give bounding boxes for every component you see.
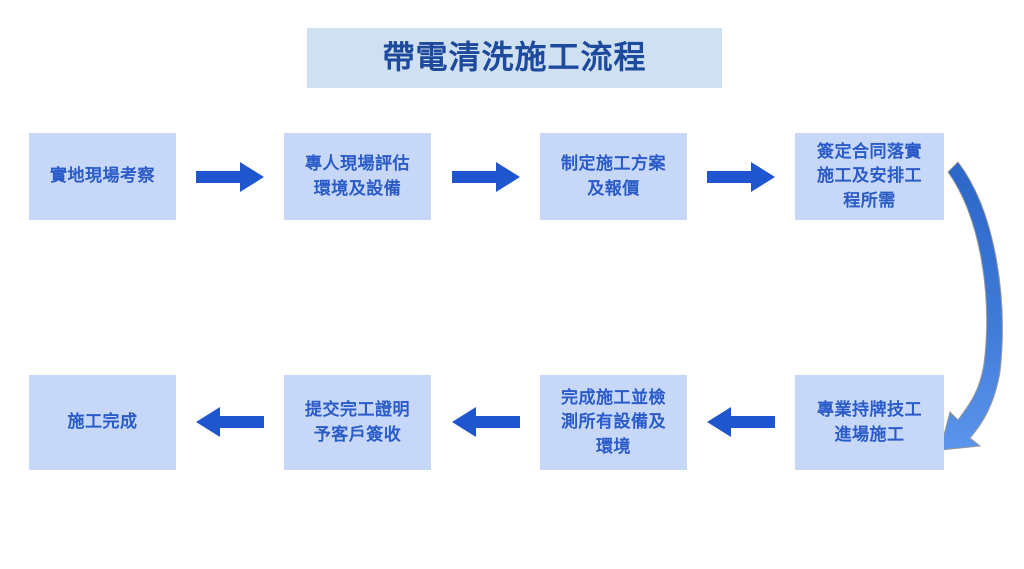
process-step-5[interactable]: 專業持牌技工 進場施工 [795, 375, 944, 470]
process-step-7-label: 提交完工證明 予客戶簽收 [305, 399, 410, 445]
diagram-title: 帶電清洗施工流程 [382, 38, 647, 77]
process-step-6[interactable]: 完成施工並檢 測所有設備及 環境 [540, 375, 687, 470]
process-step-5-label: 專業持牌技工 進場施工 [817, 399, 922, 445]
process-step-4-label: 簽定合同落實 施工及安排工 程所需 [817, 141, 922, 211]
process-step-3-label: 制定施工方案 及報價 [561, 153, 666, 199]
process-step-4[interactable]: 簽定合同落實 施工及安排工 程所需 [795, 133, 944, 220]
process-step-7[interactable]: 提交完工證明 予客戶簽收 [284, 375, 431, 470]
arrow-step4-to-step5-curved [930, 150, 1024, 460]
process-step-3[interactable]: 制定施工方案 及報價 [540, 133, 687, 220]
process-step-2-label: 專人現場評估 環境及設備 [305, 153, 410, 199]
arrow-step6-to-step7 [452, 405, 520, 439]
process-step-8[interactable]: 施工完成 [29, 375, 176, 470]
process-step-2[interactable]: 專人現場評估 環境及設備 [284, 133, 431, 220]
arrow-step7-to-step8 [196, 405, 264, 439]
process-step-6-label: 完成施工並檢 測所有設備及 環境 [561, 387, 666, 457]
process-step-8-label: 施工完成 [67, 412, 138, 433]
arrow-step3-to-step4 [707, 160, 775, 194]
arrow-step1-to-step2 [196, 160, 264, 194]
diagram-title-banner: 帶電清洗施工流程 [307, 28, 722, 88]
arrow-step5-to-step6 [707, 405, 775, 439]
process-step-1[interactable]: 實地現場考察 [29, 133, 176, 220]
process-step-1-label: 實地現場考察 [50, 166, 155, 187]
arrow-step2-to-step3 [452, 160, 520, 194]
